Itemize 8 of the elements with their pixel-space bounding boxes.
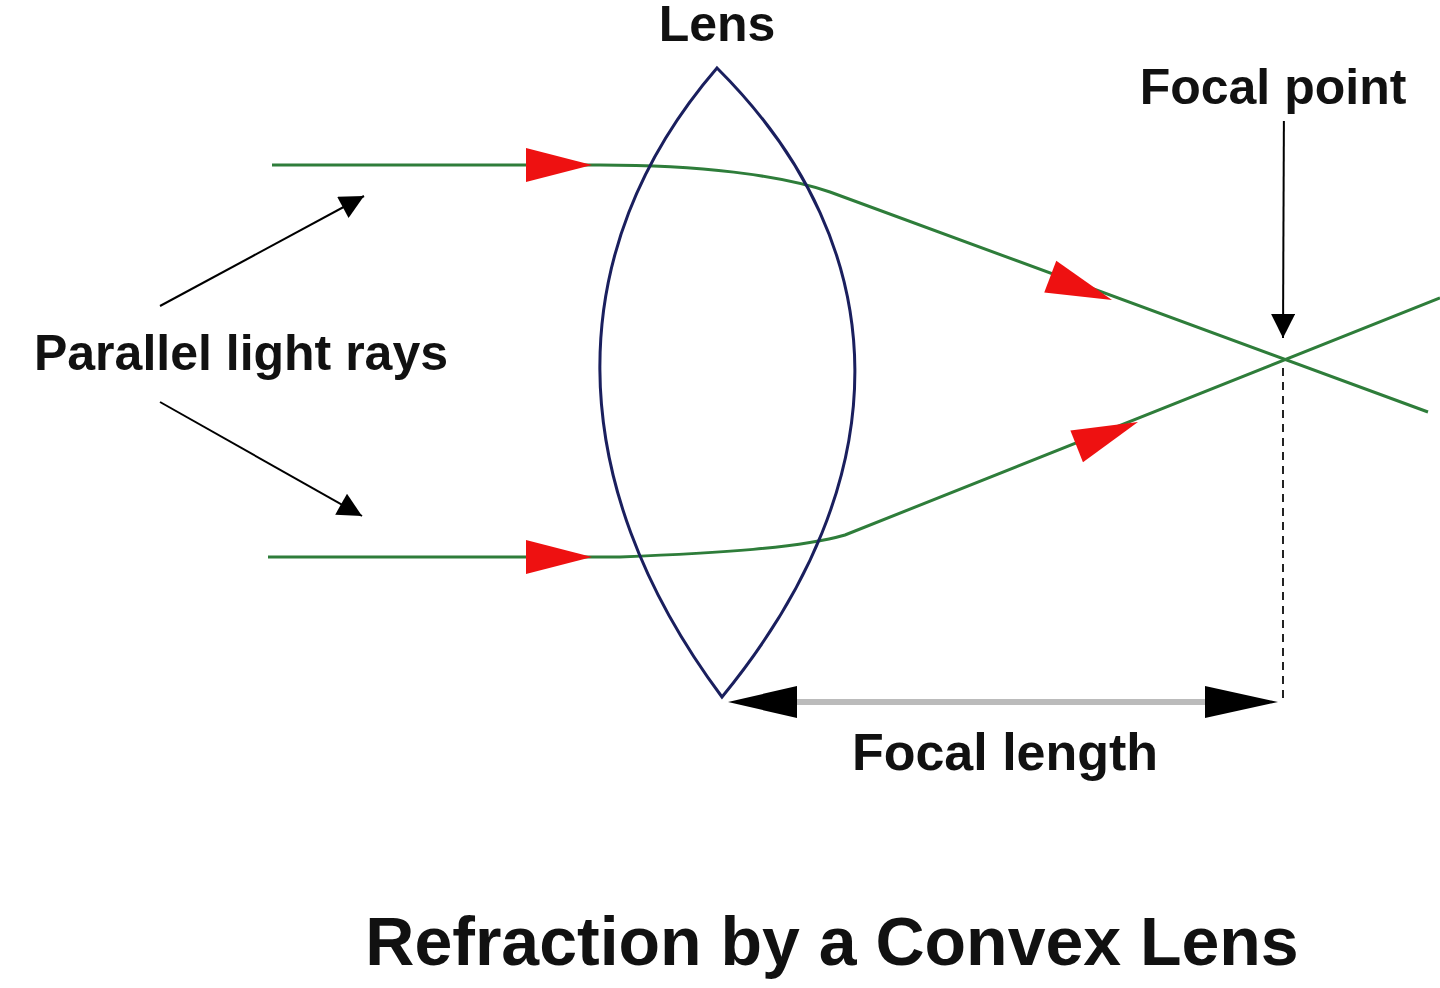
lens-label: Lens (657, 0, 777, 52)
leader-arrow (1271, 120, 1296, 339)
leader-arrow (159, 195, 365, 307)
callout-label: Focal point (1108, 55, 1438, 121)
callout-label: Parallel light rays (0, 306, 482, 402)
caption: Refraction by a Convex Lens (364, 902, 1300, 980)
dimension-label: Focal length (850, 722, 1160, 782)
leader-arrow (159, 401, 363, 517)
